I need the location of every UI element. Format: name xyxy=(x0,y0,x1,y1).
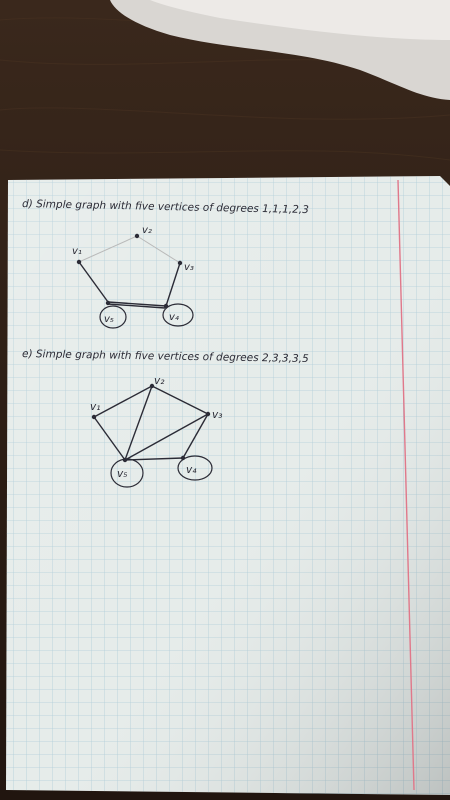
graph-e-v5-circle xyxy=(110,458,144,488)
graph-e-edges xyxy=(93,385,209,461)
graph-d-v4-circle xyxy=(162,303,194,327)
graph-d-label-v3: v₃ xyxy=(184,262,194,273)
graph-e-vertex-1 xyxy=(91,414,97,420)
graph-d-label-v2: v₂ xyxy=(142,225,152,236)
graph-d-ink-edges xyxy=(78,261,181,309)
graph-d-pencil-edges xyxy=(78,235,181,264)
graph-e-label-v1: v₁ xyxy=(90,401,100,413)
graph-e: v₁ v₂ v₃ v₄ v₅ xyxy=(90,375,222,488)
graph-d-vertex-1 xyxy=(76,259,82,265)
graph-d-vertex-2 xyxy=(134,233,140,239)
graph-d-vertex-3 xyxy=(177,260,183,266)
notebook-page xyxy=(6,176,450,795)
graph-d-label-v4: v₄ xyxy=(169,312,179,323)
graph-d-v5-circle xyxy=(99,305,127,329)
graph-e-vertex-3 xyxy=(205,411,211,417)
graph-d-vertex-5 xyxy=(105,300,111,306)
graph-e-vertex-2 xyxy=(149,383,155,389)
graph-e-label-v2: v₂ xyxy=(154,375,165,387)
margin-line xyxy=(397,179,415,791)
graph-e-v4-circle xyxy=(177,455,213,481)
plastic-container-highlight xyxy=(150,0,450,40)
problem-e-heading: e) Simple graph with five vertices of de… xyxy=(22,348,309,365)
graph-e-label-v4: v₄ xyxy=(186,464,197,476)
graph-e-label-v3: v₃ xyxy=(212,409,222,421)
graph-d-label-v5: v₅ xyxy=(104,314,114,325)
graph-d: v₁ v₂ v₃ v₄ v₅ xyxy=(72,225,194,329)
graph-e-label-v5: v₅ xyxy=(117,468,127,480)
graph-d-label-v1: v₁ xyxy=(72,246,82,257)
